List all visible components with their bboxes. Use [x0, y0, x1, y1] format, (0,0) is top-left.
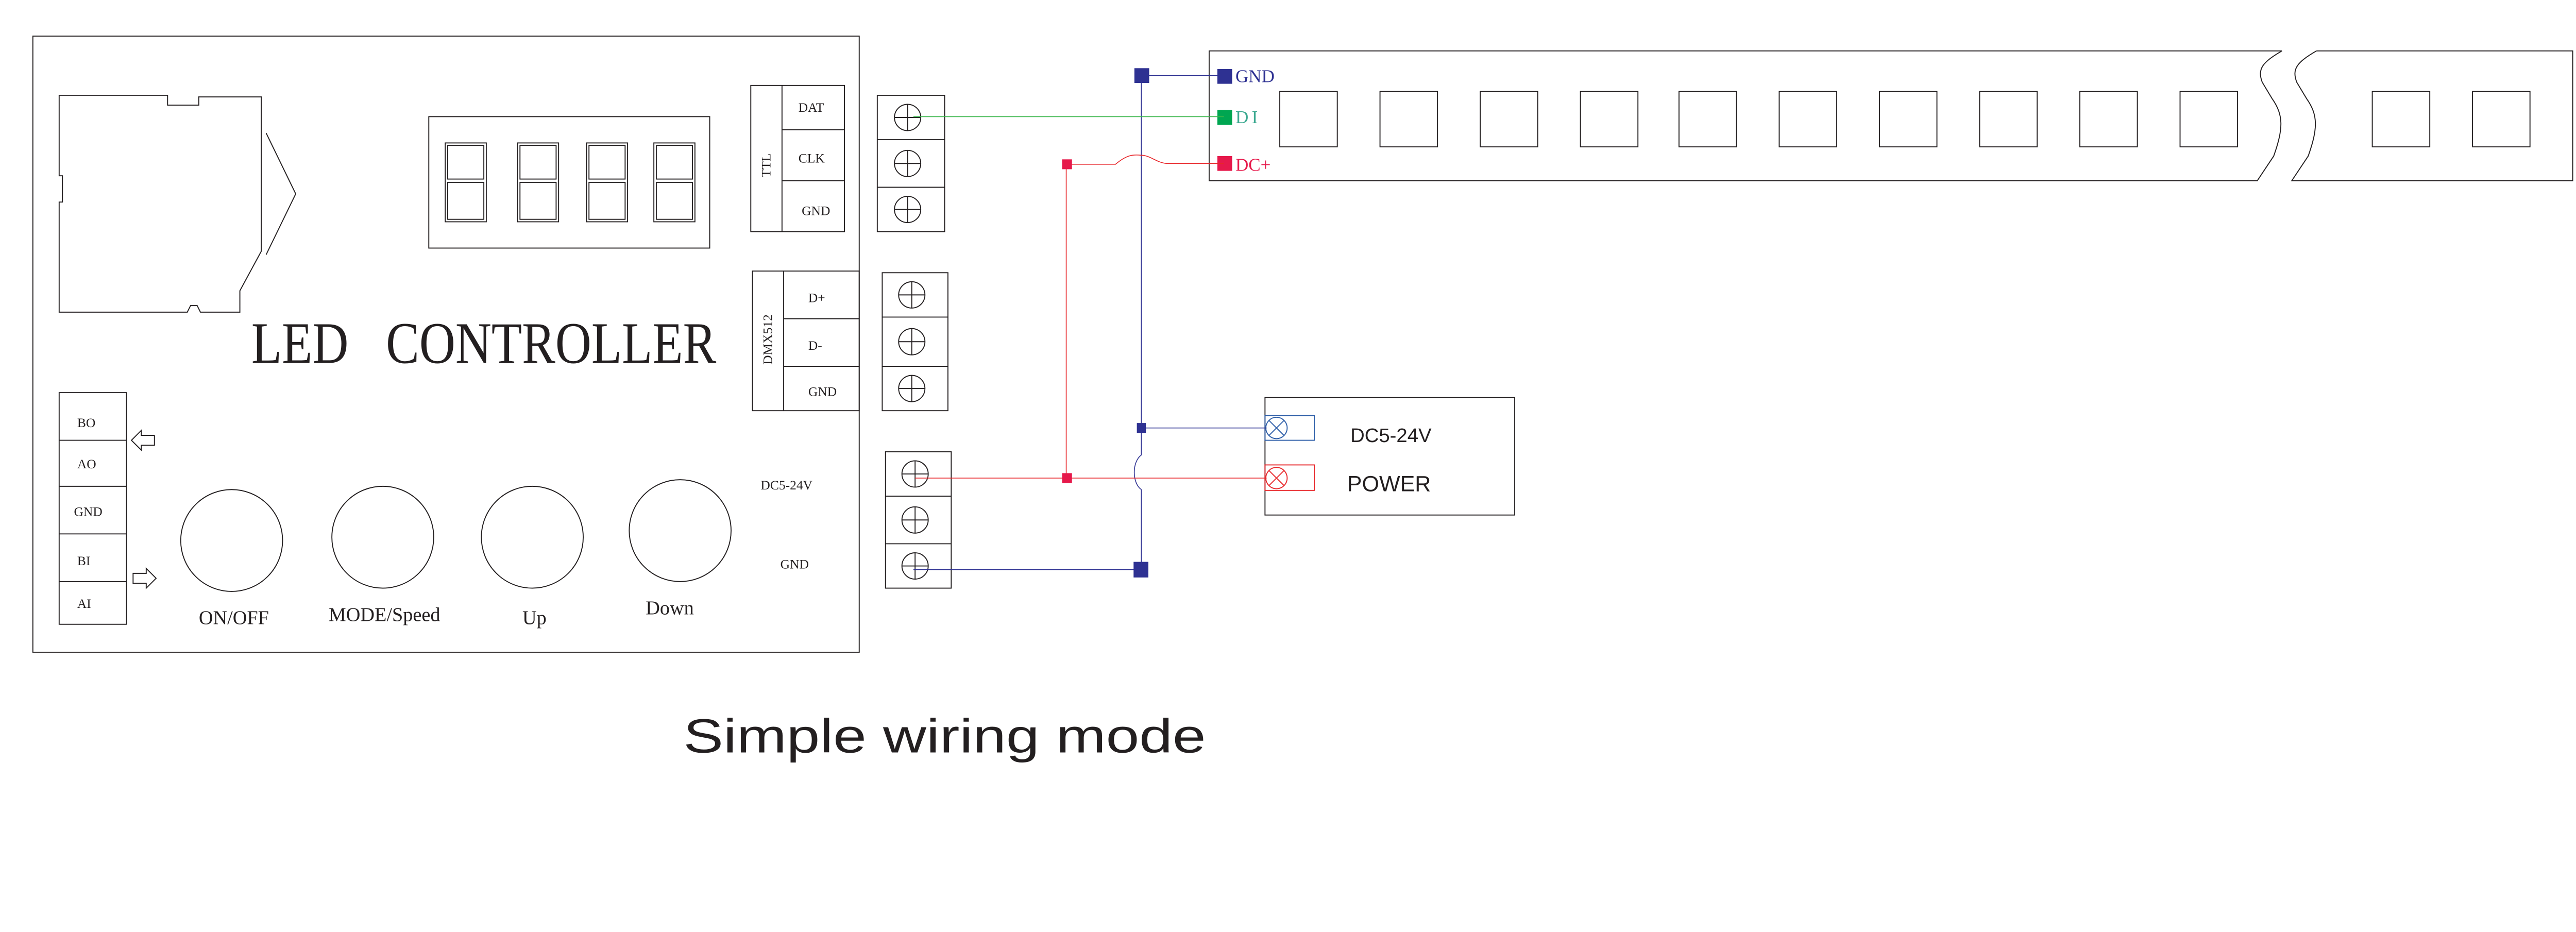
output-arrow-icon — [130, 429, 155, 452]
screw-icon — [894, 149, 922, 177]
power-pin-gnd-label: GND — [781, 556, 809, 571]
power-junction-bottom — [1062, 473, 1072, 483]
led-chip — [1379, 91, 1438, 148]
wires — [913, 68, 1267, 578]
psu-power-label: POWER — [1347, 471, 1431, 496]
power-wire — [915, 154, 1267, 479]
caption: Simple wiring mode — [684, 709, 1206, 762]
strip-dcplus-label: DC+ — [1235, 155, 1270, 175]
aux-pin-bi: BI — [77, 553, 91, 568]
down-label: Down — [646, 598, 694, 619]
power-supply: DC5-24V POWER — [1264, 397, 1516, 516]
power-pin-dc-label: DC5-24V — [760, 478, 812, 493]
digit — [653, 142, 696, 223]
dmx-pin-dplus: D+ — [808, 291, 825, 306]
wiring-diagram: LED CONTROLLER TTL DAT CLK GND DMX512 D+… — [32, 36, 2573, 762]
gnd-junction-bottom — [1133, 562, 1148, 578]
strip-di-label: DI — [1235, 107, 1261, 127]
strip-gnd-pad — [1217, 69, 1232, 84]
controller-title: LED CONTROLLER — [251, 311, 717, 376]
led-chip — [1480, 91, 1538, 148]
on-off-button[interactable] — [180, 489, 283, 592]
aux-connector: BO AO GND BI AI — [58, 392, 157, 625]
dmx-pin-gnd: GND — [808, 384, 837, 399]
ttl-pin-dat: DAT — [799, 100, 824, 115]
screw-icon — [898, 281, 926, 309]
ttl-port: TTL DAT CLK GND — [750, 84, 845, 232]
screw-icon — [898, 375, 926, 402]
ttl-pin-gnd: GND — [802, 204, 830, 218]
led-controller: LED CONTROLLER TTL DAT CLK GND DMX512 D+… — [32, 36, 860, 653]
led-chip — [1778, 91, 1837, 148]
screw-icon — [894, 196, 922, 224]
led-chip — [2371, 91, 2431, 148]
gnd-wire — [913, 75, 1267, 570]
led-chip — [1678, 91, 1737, 148]
led-strip: GND DI DC+ — [1208, 50, 2573, 181]
aux-pin-ai: AI — [77, 596, 91, 611]
sd-card-icon — [58, 94, 262, 313]
up-label: Up — [522, 607, 547, 629]
ttl-pin-clk: CLK — [799, 151, 825, 166]
psu-negative-terminal-icon — [1265, 416, 1288, 439]
led-chip — [1580, 91, 1639, 148]
gnd-junction-top — [1134, 68, 1149, 83]
aux-pin-gnd: GND — [74, 504, 103, 519]
screw-icon — [898, 328, 926, 355]
power-junction-top — [1062, 159, 1072, 170]
terminal-block — [876, 94, 945, 232]
digit — [586, 142, 629, 223]
dmx512-label: DMX512 — [760, 314, 775, 365]
psu-voltage-label: DC5-24V — [1350, 425, 1432, 447]
terminal-block — [885, 451, 952, 589]
screw-icon — [901, 506, 929, 534]
strip-gnd-label: GND — [1235, 66, 1275, 86]
aux-pin-ao: AO — [77, 456, 96, 471]
screw-icon — [901, 460, 929, 488]
led-chip — [2079, 91, 2138, 148]
aux-pin-bo: BO — [77, 415, 95, 430]
led-chip — [1279, 91, 1338, 148]
led-chip — [2179, 91, 2239, 148]
screw-icon — [901, 552, 929, 580]
sd-slot-arrow-icon — [265, 132, 297, 255]
on-off-label: ON/OFF — [199, 607, 269, 629]
screw-terminals — [876, 94, 952, 589]
led-chip — [1979, 91, 2038, 148]
mode-speed-label: MODE/Speed — [329, 604, 440, 625]
led-chip — [2472, 91, 2531, 148]
screw-icon — [894, 104, 922, 131]
input-arrow-icon — [132, 567, 157, 589]
dmx-pin-dminus: D- — [808, 338, 822, 353]
seven-segment-display — [428, 116, 710, 249]
digit — [445, 142, 487, 223]
ttl-label: TTL — [759, 154, 774, 178]
psu-positive-terminal-icon — [1265, 467, 1288, 489]
mode-speed-button[interactable] — [331, 485, 434, 589]
up-button[interactable] — [481, 485, 584, 589]
led-chip — [1878, 91, 1938, 148]
dmx512-port: DMX512 D+ D- GND — [752, 270, 860, 412]
gnd-junction-mid — [1137, 423, 1146, 433]
strip-di-pad — [1217, 110, 1232, 125]
digit — [517, 142, 560, 223]
terminal-block — [882, 272, 948, 412]
down-button[interactable] — [629, 479, 732, 582]
